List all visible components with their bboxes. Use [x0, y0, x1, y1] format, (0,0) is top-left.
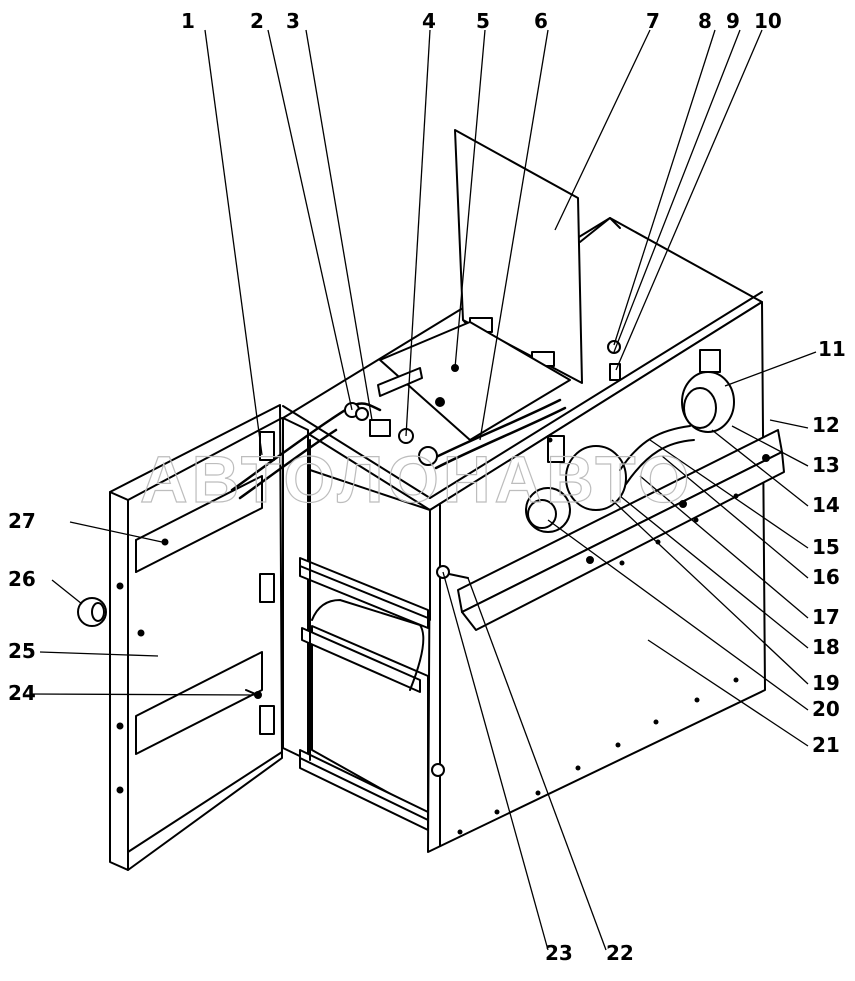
callout-19: 19	[812, 671, 840, 695]
callout-11: 11	[818, 337, 846, 361]
leader-lines	[29, 29, 817, 951]
callout-20: 20	[812, 697, 840, 721]
callout-2: 2	[250, 9, 264, 33]
callout-26: 26	[8, 567, 36, 591]
callout-21: 21	[812, 733, 840, 757]
callout-13: 13	[812, 453, 840, 477]
callout-10: 10	[754, 9, 782, 33]
callout-6: 6	[534, 9, 548, 33]
watermark-text: АВТОЛОНАВТО	[140, 442, 693, 516]
front-rivets	[457, 437, 739, 835]
callout-5: 5	[476, 9, 490, 33]
callout-7: 7	[646, 9, 660, 33]
callout-labels: 1 2 3 4 5 6 7 8 9 10 11 12 13 14 15 16 1…	[8, 9, 846, 965]
callout-8: 8	[698, 9, 712, 33]
callout-15: 15	[812, 535, 840, 559]
callout-24: 24	[8, 681, 36, 705]
callout-3: 3	[286, 9, 300, 33]
cabinet-interior	[299, 439, 431, 831]
callout-12: 12	[812, 413, 840, 437]
callout-25: 25	[8, 639, 36, 663]
top-plate	[377, 321, 571, 441]
side-bolt	[431, 340, 621, 777]
callout-27: 27	[8, 509, 36, 533]
callout-1: 1	[181, 9, 195, 33]
callout-4: 4	[422, 9, 436, 33]
callout-23: 23	[545, 941, 573, 965]
callout-17: 17	[812, 605, 840, 629]
callout-9: 9	[726, 9, 740, 33]
callout-16: 16	[812, 565, 840, 589]
callout-22: 22	[606, 941, 634, 965]
callout-14: 14	[812, 493, 840, 517]
cabinet-door	[77, 404, 283, 871]
callout-18: 18	[812, 635, 840, 659]
lid-plate	[454, 129, 583, 384]
